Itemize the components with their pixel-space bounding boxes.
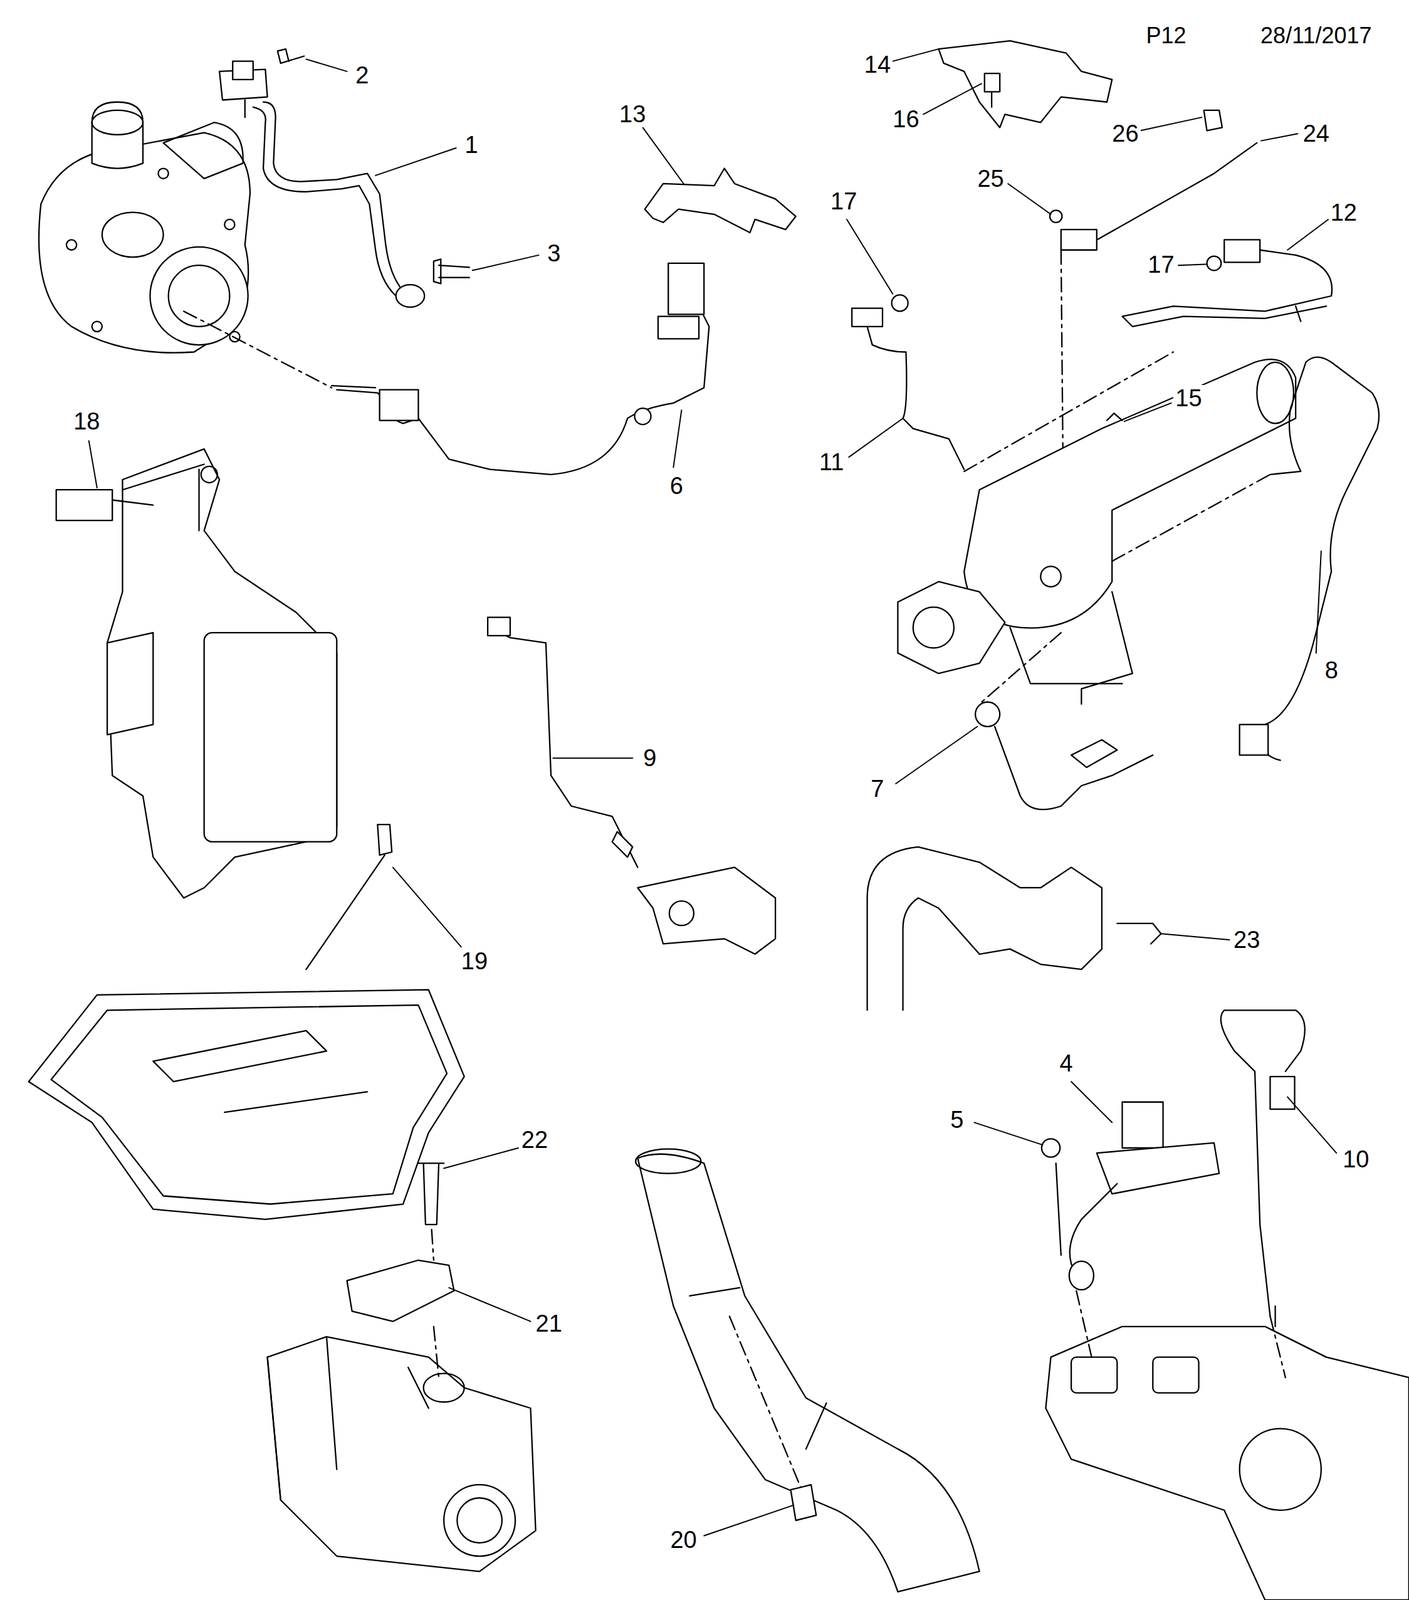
callout-number: 6 — [668, 472, 686, 499]
sheet-header: P12 — [1144, 23, 1189, 49]
sheet-header: 28/11/2017 — [1258, 23, 1374, 49]
dipstick — [305, 824, 392, 970]
temperature-sensor — [183, 263, 709, 475]
callout-number: 17 — [1145, 251, 1176, 278]
callout-number: 9 — [641, 744, 659, 771]
callout-number: 22 — [519, 1126, 550, 1153]
bracket — [938, 40, 1113, 128]
callout-number: 23 — [1231, 926, 1262, 953]
egr-valve — [267, 1162, 536, 1571]
oil-filter-housing — [56, 448, 338, 898]
callout-number: 11 — [817, 448, 846, 476]
callout-number: 5 — [948, 1106, 966, 1133]
turbocharger — [38, 102, 251, 353]
pressure-pipe — [1121, 239, 1332, 326]
pressure-pipe — [219, 48, 470, 308]
intake-pipe — [867, 846, 1162, 1010]
callout-number: 21 — [534, 1309, 565, 1337]
callout-number: 4 — [1057, 1049, 1075, 1077]
callout-number: 16 — [890, 105, 921, 133]
pressure-sensor — [975, 701, 1153, 810]
callout-number: 10 — [1340, 1145, 1371, 1173]
temperature-sensor — [487, 617, 776, 954]
callout-number: 15 — [1173, 384, 1204, 412]
callout-number: 3 — [545, 240, 563, 267]
callout-number: 1 — [462, 131, 480, 158]
intake-hose — [635, 1148, 980, 1592]
callout-number: 18 — [71, 408, 102, 435]
callout-number: 24 — [1301, 120, 1332, 147]
callout-number: 26 — [1110, 120, 1141, 147]
callout-number: 14 — [862, 51, 893, 78]
callout-number: 8 — [1323, 656, 1341, 684]
callout-number: 25 — [975, 165, 1006, 192]
oil-pan — [28, 989, 465, 1220]
callout-number: 20 — [668, 1526, 699, 1553]
clip — [1204, 110, 1223, 131]
leader-lines — [89, 48, 1337, 1535]
stud — [984, 73, 1000, 108]
exhaust-manifold — [1041, 1009, 1409, 1600]
connector — [1239, 724, 1269, 756]
bracket — [644, 168, 797, 234]
callout-number: 7 — [868, 775, 886, 802]
callout-number: 2 — [353, 62, 371, 89]
temperature-sensor — [1262, 357, 1379, 761]
callout-number: 13 — [617, 100, 648, 128]
particulate-filter — [897, 359, 1296, 704]
callout-number: 12 — [1328, 199, 1359, 226]
callout-number: 19 — [459, 947, 490, 975]
callout-number: 17 — [828, 188, 859, 215]
